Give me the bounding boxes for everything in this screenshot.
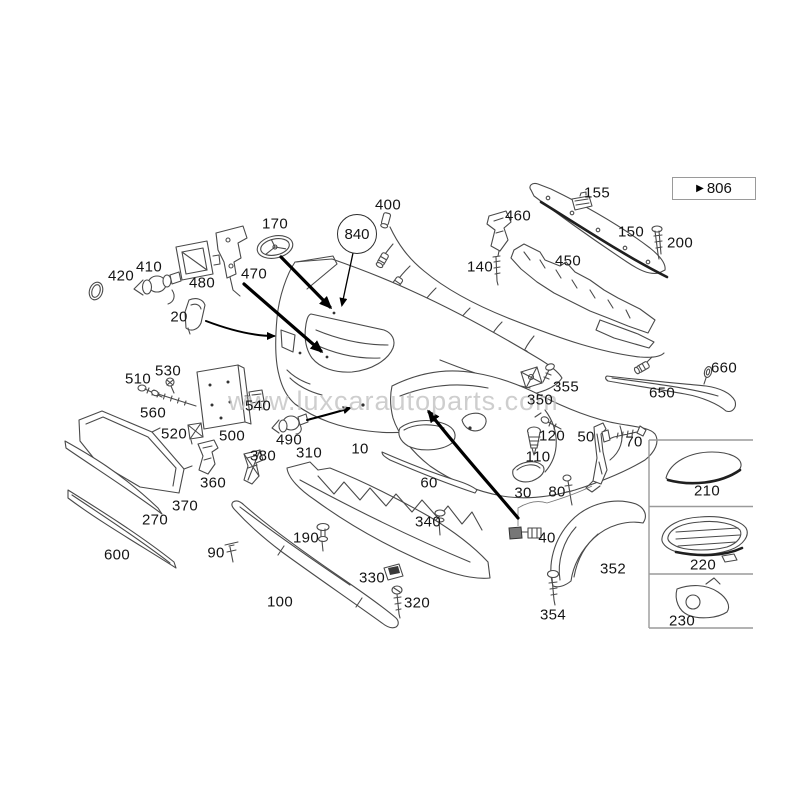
cover-30 [512,461,545,483]
bolt-70 [601,425,647,443]
ref-arrow-icon: ▶ [696,182,704,194]
callout-circle-840: 840 [337,214,377,254]
panel-grille-230 [675,577,730,619]
clip-660 [703,366,713,385]
parking-sensor-490 [271,413,309,435]
panel-grille-210 [665,451,742,485]
screw-354 [546,569,560,606]
ref-806-label: 806 [706,180,732,197]
screw-80 [562,474,573,506]
nut-350-355 [520,366,543,389]
bracket-470 [215,225,248,297]
screw-320 [391,585,403,619]
star-emblem-170 [256,235,294,259]
bracket-460 [486,210,512,257]
screw-560 [151,389,197,407]
impact-beam-150 [529,182,669,279]
bolt-200 [651,225,663,260]
clip-520 [187,422,204,445]
rivet-190 [316,522,330,552]
bracket-155 [571,191,593,211]
bracket-50 [517,422,608,526]
arrow-callout-840 [339,252,354,307]
radar-sensor-480 [175,240,221,281]
pin-90 [224,541,239,563]
absorber-450 [510,243,656,349]
parking-sensor-410 [133,271,182,305]
wheel-liner-352 [550,500,646,588]
arrow-from-cover-20 [205,320,276,340]
spoiler-lip-100 [231,500,399,629]
bracket-380 [243,449,264,485]
plug-110 [526,426,542,456]
arrow-from-sensor-490 [306,406,352,421]
screw-530 [165,377,175,394]
center-grille [78,410,193,494]
panel-grille-220 [661,516,748,563]
watermark: www.luxcarautoparts.com [228,386,559,416]
chrome-strip-600 [67,489,177,569]
trim-strip-270 [64,440,163,515]
underbody-shield-310 [286,461,491,579]
rivet-340 [434,509,446,536]
trim-strip-60 [381,451,478,494]
trim-strip-650 [605,375,736,412]
screw-355 [542,363,555,383]
arrow-to-bumper-top [279,255,333,310]
ref-806-box: ▶ 806 [672,177,756,200]
bumper-cover-lower-10 [390,370,658,499]
bracket-540 [244,389,265,404]
panel-dividers [648,439,753,629]
sensor-ring-420 [88,281,104,301]
clamp-330 [383,563,404,581]
arrow-long-from-40 [427,409,520,520]
screw-120 [534,412,562,430]
bracket-360 [197,439,219,475]
cover-20 [184,298,206,335]
arrow-to-grille-area [242,282,324,353]
pointer-arrows [205,252,520,520]
clips-40 [508,526,542,540]
bolt-140 [492,255,501,286]
